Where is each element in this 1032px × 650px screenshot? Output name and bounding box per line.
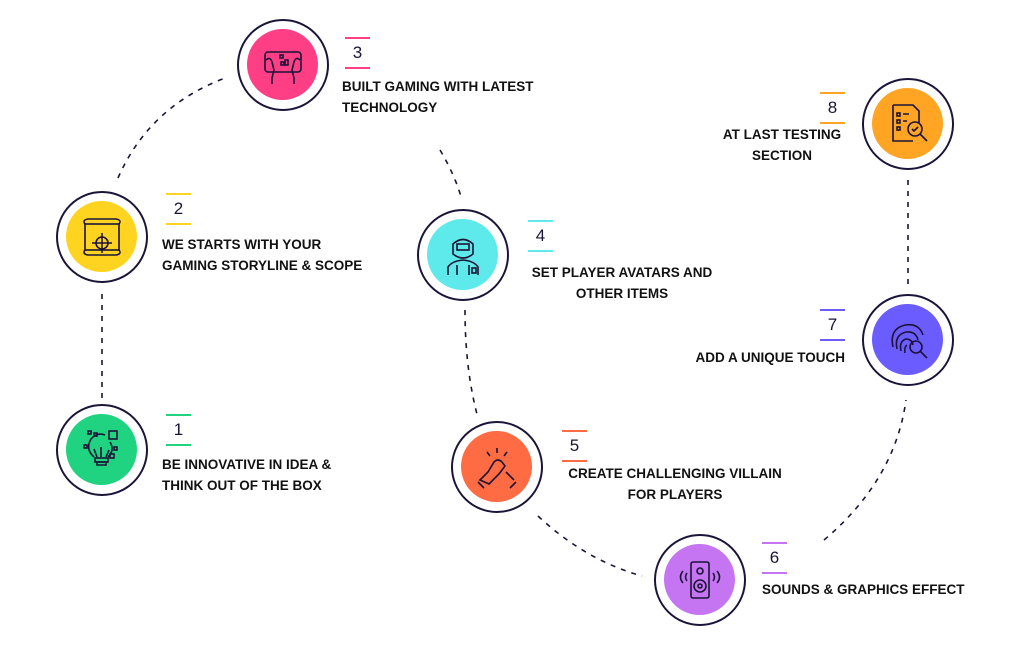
map-target-icon (66, 201, 137, 272)
connector-3-4 (439, 149, 463, 201)
step-8-line1: AT LAST TESTING (722, 127, 842, 142)
step-8-label: AT LAST TESTING SECTION (702, 124, 862, 166)
step-3-line2: TECHNOLOGY (342, 100, 438, 115)
step-5-line1: CREATE CHALLENGING VILLAIN (568, 466, 782, 481)
step-5-number: 5 (562, 430, 587, 462)
lightbulb-circuit-icon (66, 414, 137, 485)
step-2-number: 2 (166, 193, 191, 225)
step-6-circle (654, 534, 746, 626)
step-4-line1: SET PLAYER AVATARS AND (531, 265, 713, 280)
connector-5-6 (537, 515, 643, 577)
step-2-circle (56, 191, 148, 283)
step-5-line2: FOR PLAYERS (627, 487, 723, 502)
step-5-circle (451, 421, 543, 513)
step-8-line2: SECTION (751, 148, 812, 163)
speaker-icon (664, 544, 735, 615)
step-1-line2: THINK OUT OF THE BOX (162, 478, 322, 493)
step-4-label: SET PLAYER AVATARS AND OTHER ITEMS (512, 262, 732, 304)
step-1-line1: BE INNOVATIVE IN IDEA & (162, 457, 332, 472)
step-1-number: 1 (166, 414, 191, 446)
step-3-circle (237, 19, 329, 111)
step-7-line1: ADD A UNIQUE TOUCH (695, 350, 845, 365)
step-6-label: SOUNDS & GRAPHICS EFFECT (762, 579, 965, 600)
step-6-line1: SOUNDS & GRAPHICS EFFECT (762, 582, 965, 597)
checklist-search-icon (872, 88, 943, 159)
step-8-circle (862, 78, 954, 170)
connector-2-3 (117, 76, 229, 179)
step-7-number: 7 (820, 309, 845, 341)
step-4-number: 4 (528, 220, 553, 252)
step-3-line1: BUILT GAMING WITH LATEST (342, 79, 534, 94)
handheld-game-icon (247, 29, 318, 100)
step-3-label: BUILT GAMING WITH LATEST TECHNOLOGY (342, 76, 533, 118)
step-2-line2: GAMING STORYLINE & SCOPE (162, 258, 363, 273)
step-2-label: WE STARTS WITH YOUR GAMING STORYLINE & SC… (162, 234, 362, 276)
connector-4-5 (464, 309, 479, 419)
step-1-label: BE INNOVATIVE IN IDEA & THINK OUT OF THE … (162, 454, 331, 496)
connector-6-7 (823, 399, 907, 541)
step-7-circle (862, 294, 954, 386)
step-5-label: CREATE CHALLENGING VILLAIN FOR PLAYERS (550, 463, 800, 505)
step-4-line2: OTHER ITEMS (575, 286, 669, 301)
step-7-label: ADD A UNIQUE TOUCH (600, 347, 845, 368)
fingerprint-search-icon (872, 304, 943, 375)
step-6-number: 6 (762, 542, 787, 574)
step-3-number: 3 (345, 37, 370, 69)
step-2-line1: WE STARTS WITH YOUR (162, 237, 322, 252)
step-1-circle (56, 404, 148, 496)
handshake-icon (461, 431, 532, 502)
avatar-helmet-icon (427, 219, 498, 290)
step-8-number: 8 (820, 92, 845, 124)
step-4-circle (417, 209, 509, 301)
